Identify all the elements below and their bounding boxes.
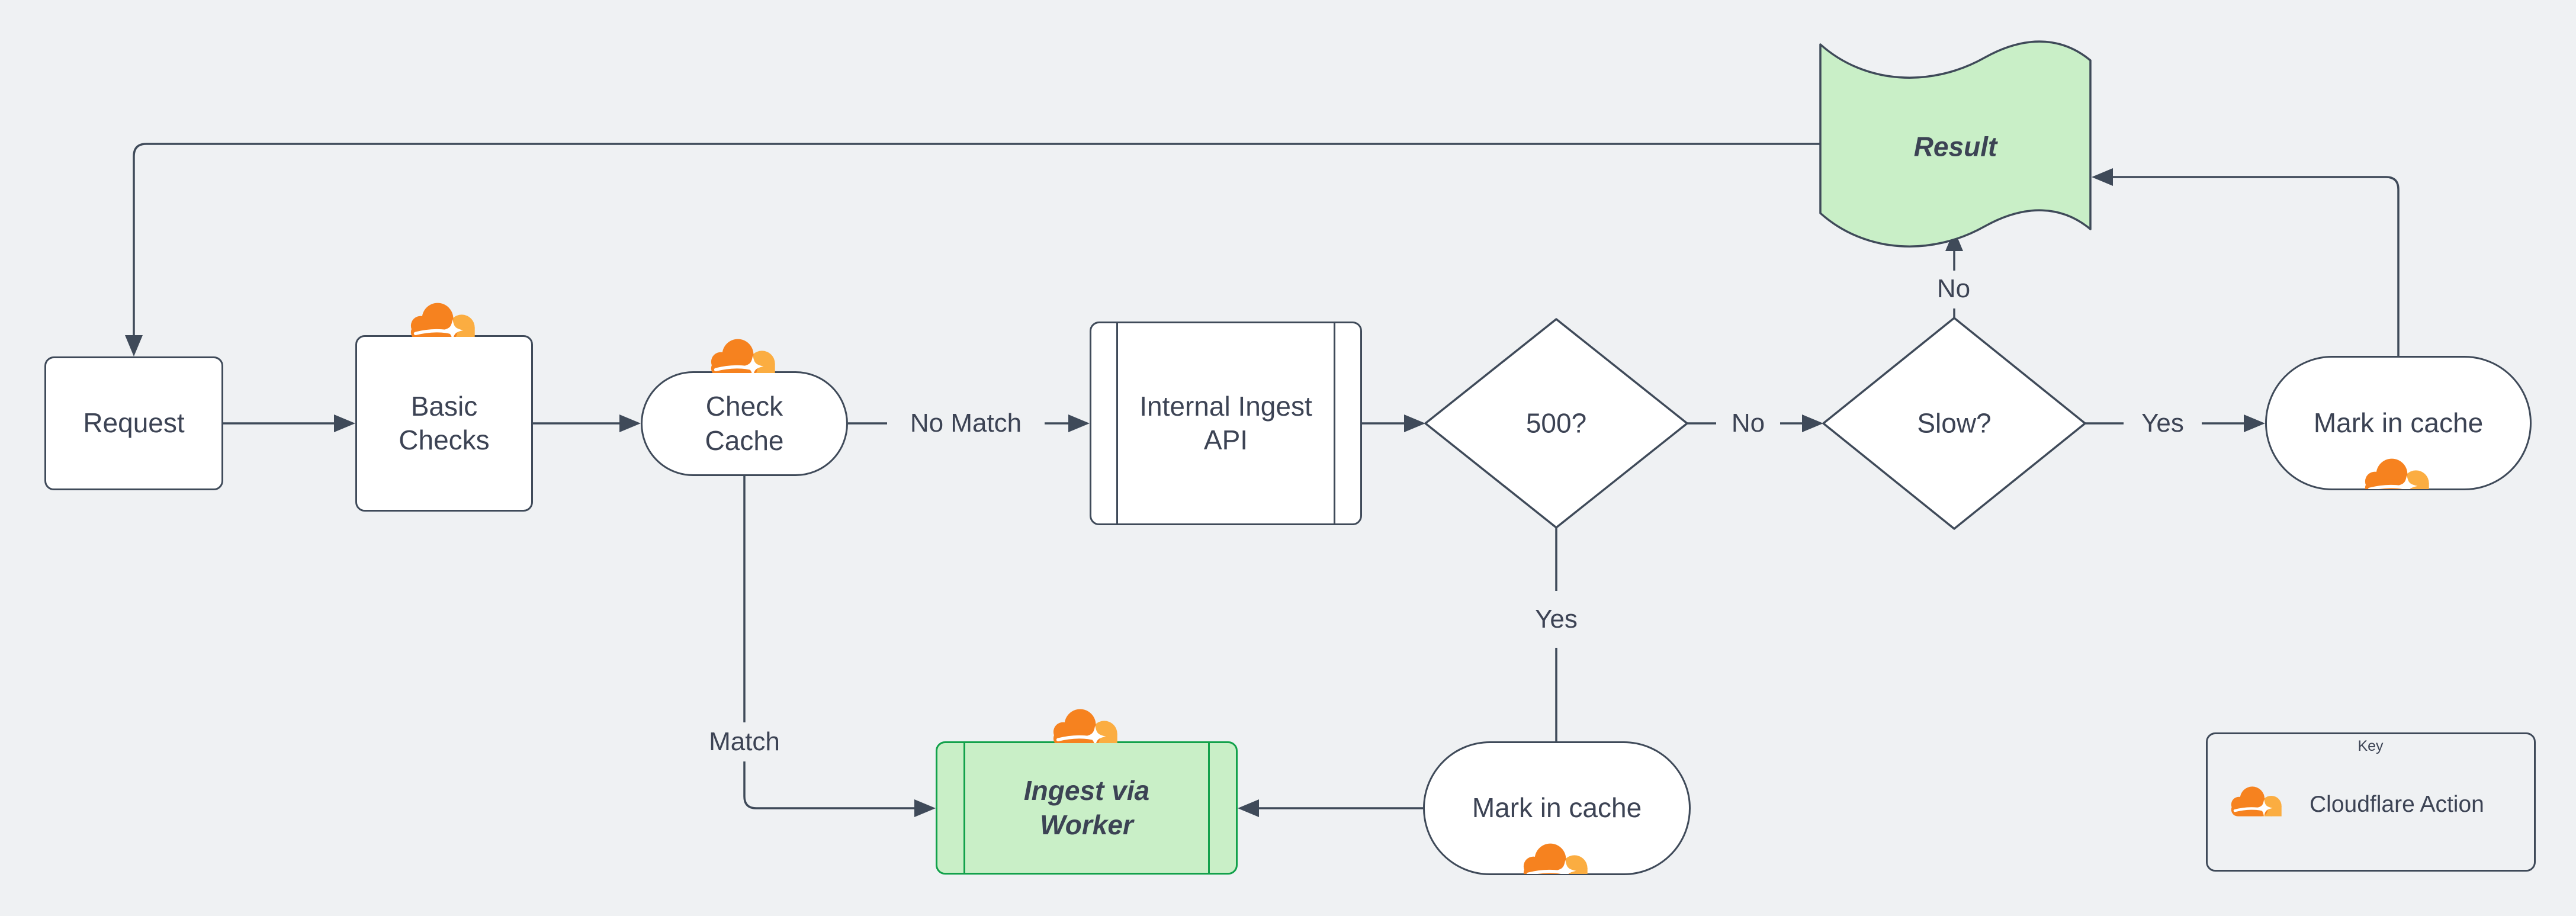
edge-request-to-basic-checks: [223, 414, 355, 432]
edge-check-cache-to-ingest-api: [848, 414, 1090, 432]
edge-label-no-match: No Match: [910, 409, 1022, 438]
node-basic-checks-label: Basic Checks: [399, 390, 490, 455]
node-check-cache: Check Cache: [641, 371, 848, 476]
edge-check-cache-to-ingest-worker: [743, 476, 936, 817]
subroutine-right-line: [1334, 323, 1335, 523]
node-500-label: 500?: [1525, 407, 1587, 439]
edge-mark-bottom-to-ingest-worker: [1238, 799, 1423, 817]
edge-label-no-slow: No: [1936, 274, 1971, 303]
node-slow-label: Slow?: [1917, 407, 1992, 439]
legend-title: Key: [2357, 738, 2384, 754]
node-ingest-via-worker-label: Ingest via Worker: [1023, 775, 1150, 840]
edge-basic-checks-to-check-cache: [533, 414, 641, 432]
edge-result-to-request: [125, 143, 1820, 356]
decision-500-shape: [1424, 318, 1688, 529]
edge-label-match: Match: [709, 727, 780, 756]
node-basic-checks: Basic Checks: [355, 335, 533, 512]
node-internal-ingest-api-label: Internal Ingest API: [1139, 390, 1312, 455]
subroutine-left-line: [963, 743, 965, 873]
edge-label-yes-500: Yes: [1535, 605, 1578, 634]
node-request: Request: [44, 356, 223, 490]
edge-mark-in-cache-to-result: [2092, 168, 2400, 356]
subroutine-left-line: [1116, 323, 1118, 523]
legend-box: [2206, 732, 2536, 872]
node-ingest-via-worker: Ingest via Worker: [936, 741, 1238, 875]
node-request-label: Request: [83, 407, 185, 439]
edge-500-to-slow: [1687, 414, 1823, 432]
node-internal-ingest-api: Internal Ingest API: [1090, 322, 1362, 525]
edge-label-no: No: [1731, 409, 1765, 438]
subroutine-right-line: [1208, 743, 1210, 873]
node-mark-in-cache-top: Mark in cache: [2265, 356, 2532, 490]
node-mark-in-cache-top-label: Mark in cache: [2313, 407, 2484, 438]
decision-slow-shape: [1822, 317, 2086, 530]
node-mark-in-cache-bottom-label: Mark in cache: [1472, 792, 1642, 824]
node-mark-in-cache-bottom: Mark in cache: [1423, 741, 1691, 875]
edge-label-yes: Yes: [2141, 409, 2184, 438]
result-shape: [1819, 40, 2092, 248]
node-result-label: Result: [1913, 131, 1997, 162]
legend-entry-label: Cloudflare Action: [2310, 792, 2484, 817]
edge-ingest-api-to-500: [1362, 414, 1425, 432]
node-check-cache-label: Check Cache: [705, 391, 784, 456]
edge-slow-to-mark-in-cache: [2085, 414, 2265, 432]
